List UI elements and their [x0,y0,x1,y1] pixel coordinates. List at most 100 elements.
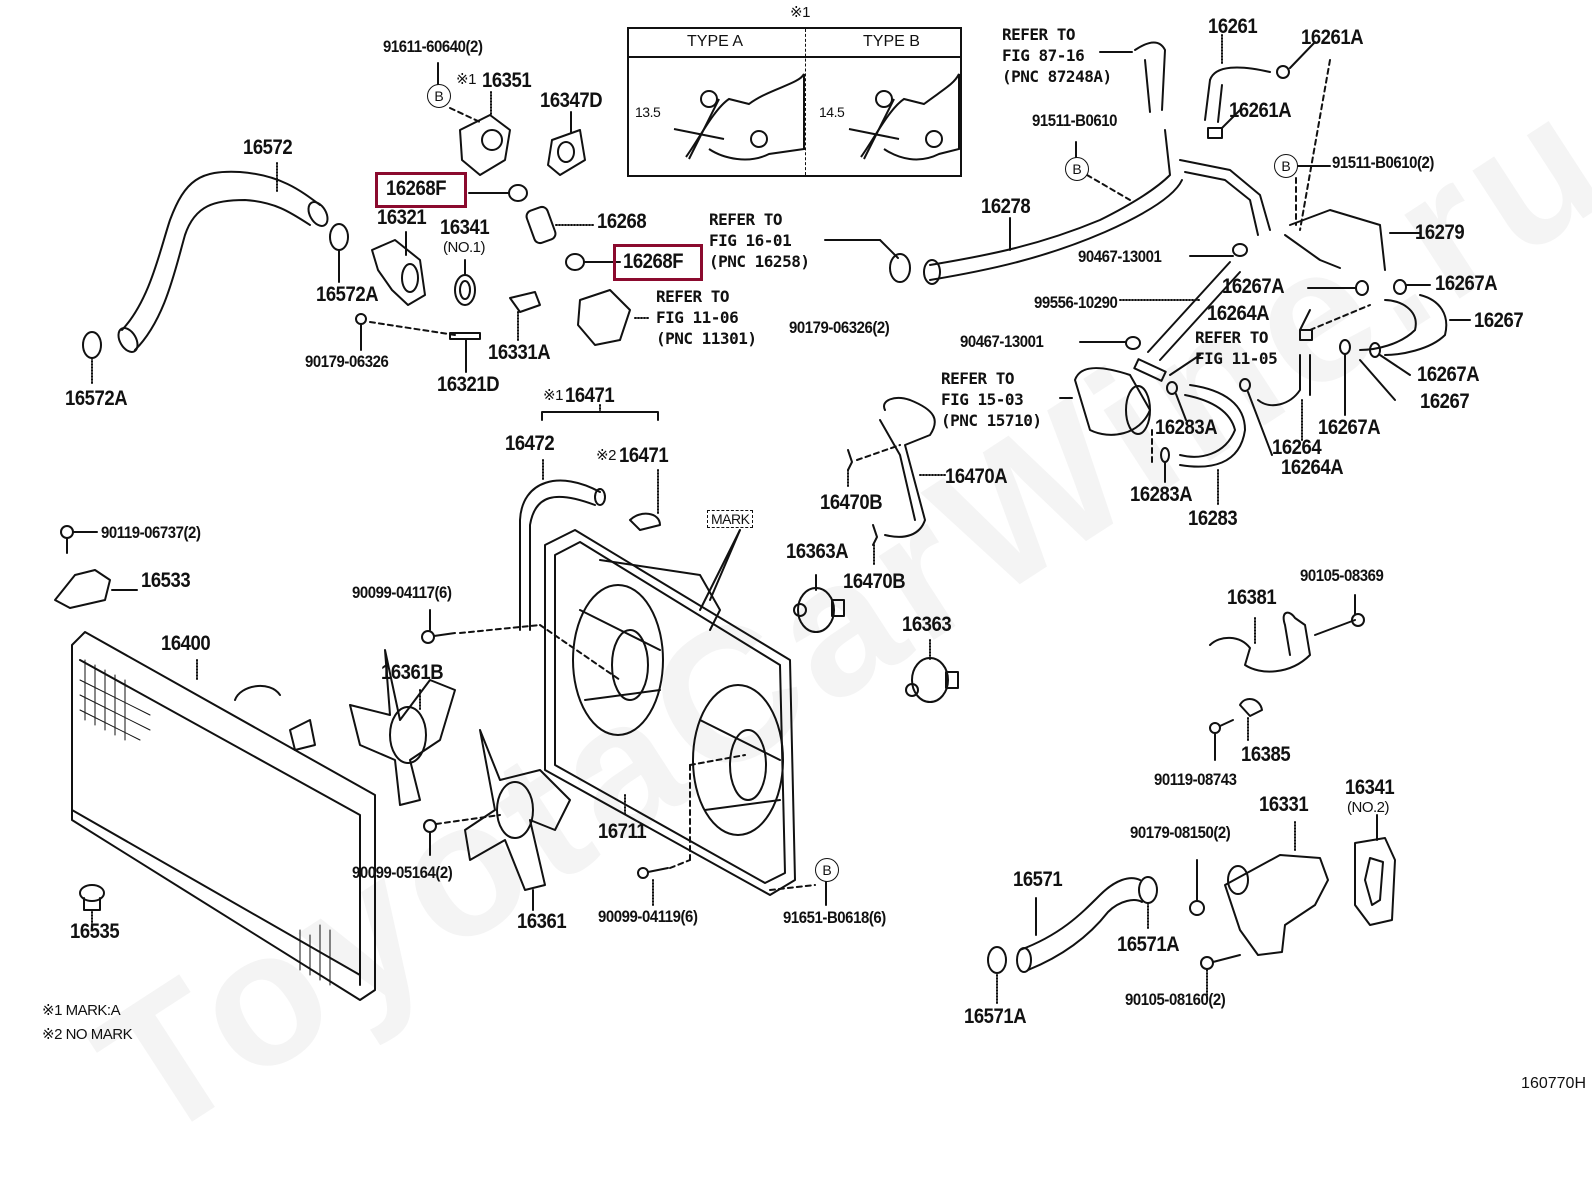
part-label[interactable]: 16341 [1345,776,1395,799]
part-label[interactable]: 16351 [482,69,532,92]
part-label[interactable]: 16572A [65,387,128,410]
type-b-label: TYPE B [863,33,920,50]
footnote-text: MARK:A [65,1002,121,1019]
part-label[interactable]: 91651-B0618(6) [783,908,886,927]
part-label[interactable]: 16264A [1281,456,1344,479]
footnote-2: ※2 NO MARK [42,1026,133,1043]
part-label[interactable]: 90179-06326 [305,352,389,371]
part-label[interactable]: 16472 [505,432,555,455]
part-label[interactable]: 16711 [598,820,647,843]
type-a-dimension: 13.5 [635,104,661,120]
part-mark: ※1 [456,71,476,88]
part-label[interactable]: 91511-B0610(2) [1332,153,1434,172]
part-sublabel: (NO.1) [443,239,486,256]
part-label[interactable]: 90179-06326(2) [789,318,890,337]
part-label[interactable]: 90105-08160(2) [1125,990,1226,1009]
hose-16572-drawing [117,170,329,353]
part-label[interactable]: 16267 [1474,309,1524,332]
type-comparison-box: TYPE A TYPE B 13.5 14.5 [627,27,962,177]
part-label[interactable]: 91611-60640(2) [383,37,483,56]
type-box-header [629,29,960,58]
part-label[interactable]: 90105-08369 [1300,566,1384,585]
part-label[interactable]: 16341 [440,216,490,239]
part-label[interactable]: 16264 [1272,436,1322,459]
type-b-dimension: 14.5 [819,104,845,120]
footnote-mark: ※1 [42,1002,62,1019]
part-label[interactable]: 90099-04117(6) [352,583,452,602]
part-label[interactable]: 90119-08743 [1154,770,1237,789]
part-label[interactable]: 90099-04119(6) [598,907,698,926]
parts-diagram: ToyotaCarWine.ru [42,4,1592,1180]
part-label[interactable]: 16331 [1259,793,1309,816]
part-label-highlighted[interactable]: 16268F [623,250,684,273]
part-label[interactable]: 16267A [1318,416,1381,439]
part-label[interactable]: 91511-B0610 [1032,111,1118,130]
type-box-mark: ※1 [790,4,810,21]
part-label[interactable]: 90467-13001 [1078,247,1162,266]
part-label[interactable]: 16471 [619,444,669,467]
bubble-b: B [1065,157,1089,181]
part-label[interactable]: 99556-10290 [1034,293,1118,312]
part-label[interactable]: 90099-05164(2) [352,863,453,882]
bubble-b: B [815,858,839,882]
part-label[interactable]: 16572 [243,136,293,159]
part-label[interactable]: 16471 [565,384,615,407]
mark-callout: MARK [707,510,754,528]
part-label[interactable]: 16470B [843,570,906,593]
reference-note[interactable]: REFER TO FIG 11-05 [1195,328,1278,368]
reference-note[interactable]: REFER TO FIG 87-16 (PNC 87248A) [1002,25,1112,86]
part-label[interactable]: 16571A [964,1005,1027,1028]
footnote-1: ※1 MARK:A [42,1002,121,1019]
part-label[interactable]: 16267A [1222,275,1285,298]
part-label[interactable]: 16283 [1188,507,1238,530]
part-label[interactable]: 90467-13001 [960,332,1044,351]
part-label[interactable]: 16331A [488,341,551,364]
part-label[interactable]: 16572A [316,283,379,306]
highlight-box [375,172,467,208]
part-label[interactable]: 16267 [1420,390,1470,413]
part-label[interactable]: 16321 [377,206,427,229]
type-a-label: TYPE A [687,33,744,50]
part-label[interactable]: 16533 [141,569,191,592]
part-label[interactable]: 16385 [1241,743,1291,766]
part-label[interactable]: 16264A [1207,302,1270,325]
reference-note[interactable]: REFER TO FIG 11-06 (PNC 11301) [656,287,757,348]
type-box-divider [805,29,806,175]
part-mark: ※1 [543,387,563,404]
part-label[interactable]: 16267A [1417,363,1480,386]
figure-id: 160770H [1521,1075,1586,1092]
part-label[interactable]: 16278 [981,195,1031,218]
part-label[interactable]: 16283A [1130,483,1193,506]
part-label[interactable]: 90119-06737(2) [101,523,201,542]
part-mark: ※2 [596,447,616,464]
part-label[interactable]: 16261A [1229,99,1292,122]
part-sublabel: (NO.2) [1347,799,1390,816]
part-label[interactable]: 16283A [1155,416,1218,439]
part-label[interactable]: 16571A [1117,933,1180,956]
part-label[interactable]: 16381 [1227,586,1277,609]
part-label[interactable]: 16470A [945,465,1008,488]
part-label[interactable]: 16571 [1013,868,1063,891]
part-label[interactable]: 16535 [70,920,120,943]
footnote-text: NO MARK [65,1026,133,1043]
part-label[interactable]: 16261A [1301,26,1364,49]
part-label[interactable]: 16361 [517,910,567,933]
reference-note[interactable]: REFER TO FIG 15-03 (PNC 15710) [941,369,1042,430]
part-label[interactable]: 16363A [786,540,849,563]
part-label[interactable]: 16279 [1415,221,1465,244]
part-label-highlighted[interactable]: 16268F [386,177,447,200]
part-label[interactable]: 16261 [1208,15,1258,38]
type-box-drawings [673,73,960,161]
diagram-drawing [54,34,1471,1006]
part-label[interactable]: 16361B [381,661,444,684]
part-label[interactable]: 16400 [161,632,211,655]
footnote-mark: ※2 [42,1026,62,1043]
reference-note[interactable]: REFER TO FIG 16-01 (PNC 16258) [709,210,810,271]
part-label[interactable]: 16470B [820,491,883,514]
part-label[interactable]: 16267A [1435,272,1498,295]
part-label[interactable]: 16268 [597,210,647,233]
part-label[interactable]: 16321D [437,373,500,396]
part-label[interactable]: 16347D [540,89,603,112]
part-label[interactable]: 90179-08150(2) [1130,823,1231,842]
part-label[interactable]: 16363 [902,613,952,636]
